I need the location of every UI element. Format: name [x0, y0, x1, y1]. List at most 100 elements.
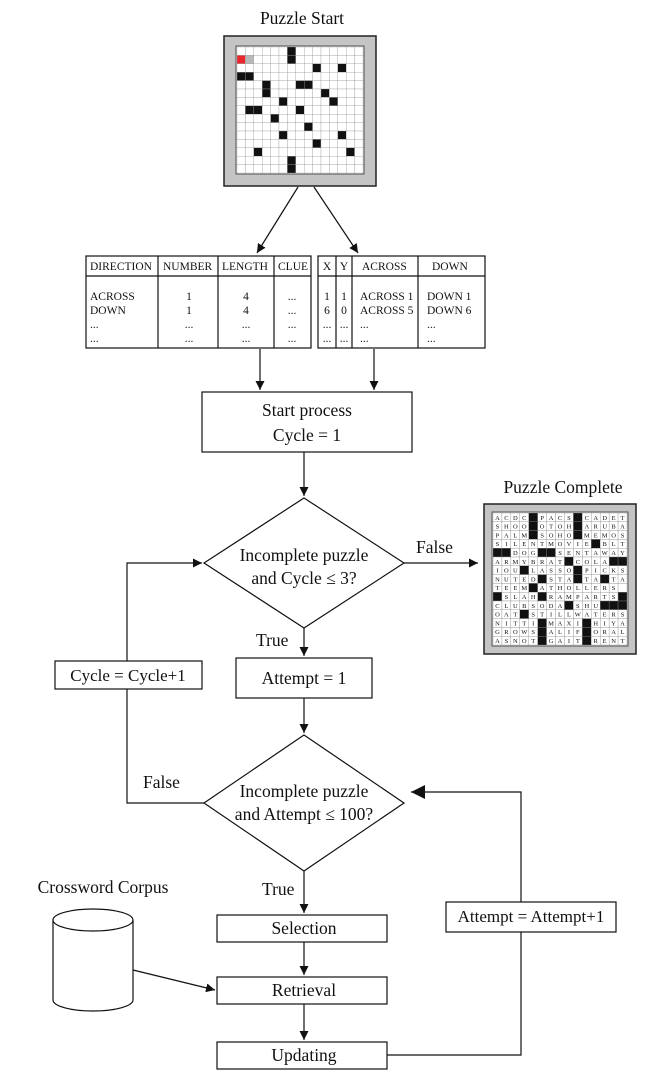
crossword-cell: [573, 512, 583, 522]
clue-cell: ...: [288, 319, 297, 331]
crossword-cell: [236, 130, 246, 140]
crossword-letter: T: [576, 638, 580, 645]
crossword-cell: [608, 556, 619, 566]
start-process-label: Start process: [262, 400, 352, 420]
crossword-cell: [287, 88, 296, 98]
crossword-letter: A: [567, 576, 572, 583]
crossword-cell: [312, 156, 322, 165]
crossword-cell: [304, 97, 313, 106]
crossword-cell: [236, 46, 246, 56]
crossword-cell: [600, 574, 610, 584]
crossword-letter: S: [496, 541, 500, 548]
crossword-cell: [354, 97, 364, 106]
crossword-cell: [278, 105, 288, 115]
puzzle-complete-title: Puzzle Complete: [503, 477, 622, 497]
crossword-cell: [278, 72, 288, 81]
crossword-cell: [253, 139, 263, 148]
crossword-cell: [262, 105, 271, 115]
grid-cell: ...: [340, 319, 349, 331]
crossword-cell: [337, 72, 347, 81]
crossword-cell: [528, 530, 538, 540]
crossword-cell: [295, 97, 305, 106]
crossword-cell: [270, 156, 280, 165]
clue-cell: ...: [288, 305, 297, 317]
crossword-letter: A: [495, 638, 500, 645]
crossword-letter: C: [602, 568, 606, 575]
crossword-letter: F: [576, 629, 580, 636]
crossword-cell: [617, 636, 628, 646]
crossword-letter: N: [495, 620, 500, 627]
cycle-inc-box: [54, 660, 203, 690]
crossword-cell: [262, 97, 271, 106]
crossword-letter: A: [495, 559, 500, 566]
crossword-letter: L: [513, 594, 517, 601]
crossword-cell: [253, 63, 263, 73]
crossword-cell: [270, 80, 280, 90]
crossword-letter: L: [513, 541, 517, 548]
crossword-cell: [236, 88, 246, 98]
crossword-cell: [270, 63, 280, 73]
crossword-cell: [270, 114, 280, 123]
crossword-letter: M: [584, 532, 590, 539]
clue-cell: ...: [288, 333, 297, 345]
cond2-true-label: True: [262, 879, 295, 899]
crossword-cell: [337, 88, 347, 98]
crossword-cell: [546, 548, 556, 558]
crossword-letter: L: [612, 541, 616, 548]
crossword-cell: [278, 147, 288, 157]
crossword-cell: [617, 583, 628, 593]
crossword-cell: [537, 548, 547, 558]
crossword-cell: [295, 147, 305, 157]
crossword-letter: T: [549, 585, 553, 592]
crossword-cell: [312, 164, 322, 174]
crossword-letter: E: [603, 638, 607, 645]
crossword-cell: [312, 105, 322, 115]
crossword-cell: [245, 80, 254, 90]
crossword-cell: [329, 147, 338, 157]
crossword-cell: [236, 114, 246, 123]
crossword-cell: [278, 46, 288, 56]
crossword-cell: [564, 600, 574, 610]
crossword-cell: [617, 592, 628, 602]
crossword-cell: [287, 114, 296, 123]
crossword-letter: T: [540, 612, 544, 619]
crossword-cell: [304, 63, 313, 73]
crossword-cell: [278, 114, 288, 123]
crossword-letter: T: [594, 612, 598, 619]
crossword-cell: [278, 63, 288, 73]
crossword-cell: [245, 46, 254, 56]
crossword-cell: [278, 156, 288, 165]
grid-cell: ...: [360, 319, 369, 331]
crossword-letter: S: [621, 568, 625, 575]
crossword-letter: E: [504, 585, 508, 592]
crossword-cell: [295, 156, 305, 165]
grid-cell: DOWN 6: [427, 305, 472, 317]
crossword-cell: [354, 80, 364, 90]
crossword-letter: C: [576, 559, 580, 566]
crossword-cell: [262, 156, 271, 165]
crossword-cell: [337, 156, 347, 165]
crossword-cell: [236, 147, 246, 157]
attempt-decision-line2: and Attempt ≤ 100?: [235, 804, 374, 824]
crossword-letter: O: [558, 524, 563, 531]
crossword-letter: A: [558, 594, 563, 601]
crossword-letter: R: [611, 612, 616, 619]
crossword-cell: [304, 55, 313, 64]
crossword-cell: [329, 46, 338, 56]
crossword-cell: [617, 556, 628, 566]
crossword-cell: [278, 164, 288, 174]
crossword-letter: O: [567, 585, 572, 592]
crossword-letter: A: [611, 550, 616, 557]
crossword-letter: S: [505, 638, 509, 645]
crossword-cell: [320, 63, 330, 73]
clue-cell: ...: [185, 333, 194, 345]
crossword-cell: [537, 636, 547, 646]
crossword-letter: O: [567, 568, 572, 575]
crossword-cell: [501, 548, 512, 558]
crossword-cell: [262, 63, 271, 73]
crossword-cell: [312, 147, 322, 157]
crossword-letter: M: [521, 532, 527, 539]
crossword-cell: [312, 139, 322, 148]
crossword-letter: O: [558, 541, 563, 548]
crossword-cell: [346, 114, 355, 123]
